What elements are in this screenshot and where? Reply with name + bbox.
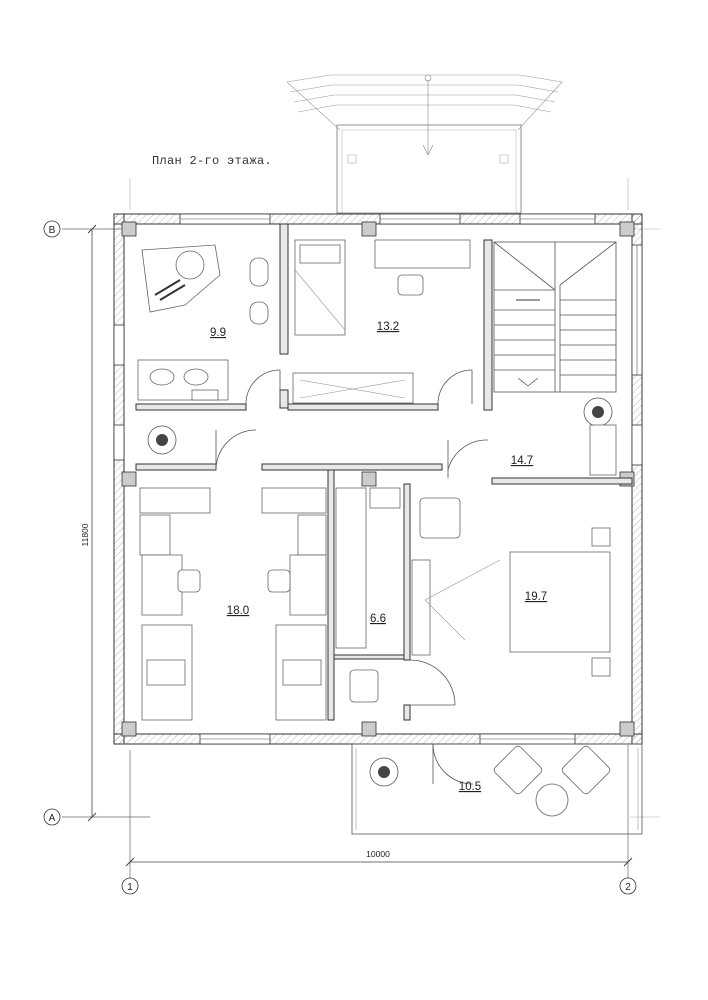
room-area-kids-room: 18.0 [227,605,249,617]
room-area-master-bedroom: 19.7 [525,591,547,603]
room-area-bedroom-top: 13.2 [377,321,399,333]
axis-label-row-bottom: А [49,813,56,824]
bathroom-fixtures [137,244,269,401]
kids-room-furniture [139,487,327,721]
doors [215,369,489,785]
axis-label-col-right: 2 [625,882,631,893]
room-area-wardrobe: 6.6 [370,613,386,625]
axis-bubble-col-right: 2 [619,877,637,895]
axis-label-row-top: В [49,225,56,236]
axis-bubble-col-left: 1 [121,877,139,895]
exterior-walls [113,213,643,745]
room-area-hall: 14.7 [511,455,533,467]
master-bedroom-furniture [411,497,611,677]
bedroom-top-furniture [292,239,471,404]
terrace [351,743,643,835]
width-dimension-line [125,857,633,867]
wardrobe-furniture [335,487,401,703]
height-dimension-label: 11800 [80,523,90,546]
axis-bubble-row-bottom: А [43,808,61,826]
room-area-bathroom: 9.9 [210,327,226,339]
plan-title: План 2-го этажа. [152,154,273,168]
entrance-canopy [286,74,563,214]
axis-bubble-row-top: В [43,220,61,238]
width-dimension-label: 10000 [366,849,390,859]
height-dimension-line [87,224,97,822]
room-area-terrace: 10.5 [459,781,481,793]
staircase [493,241,617,393]
hall-fixtures [147,397,617,476]
axis-label-col-left: 1 [127,882,133,893]
